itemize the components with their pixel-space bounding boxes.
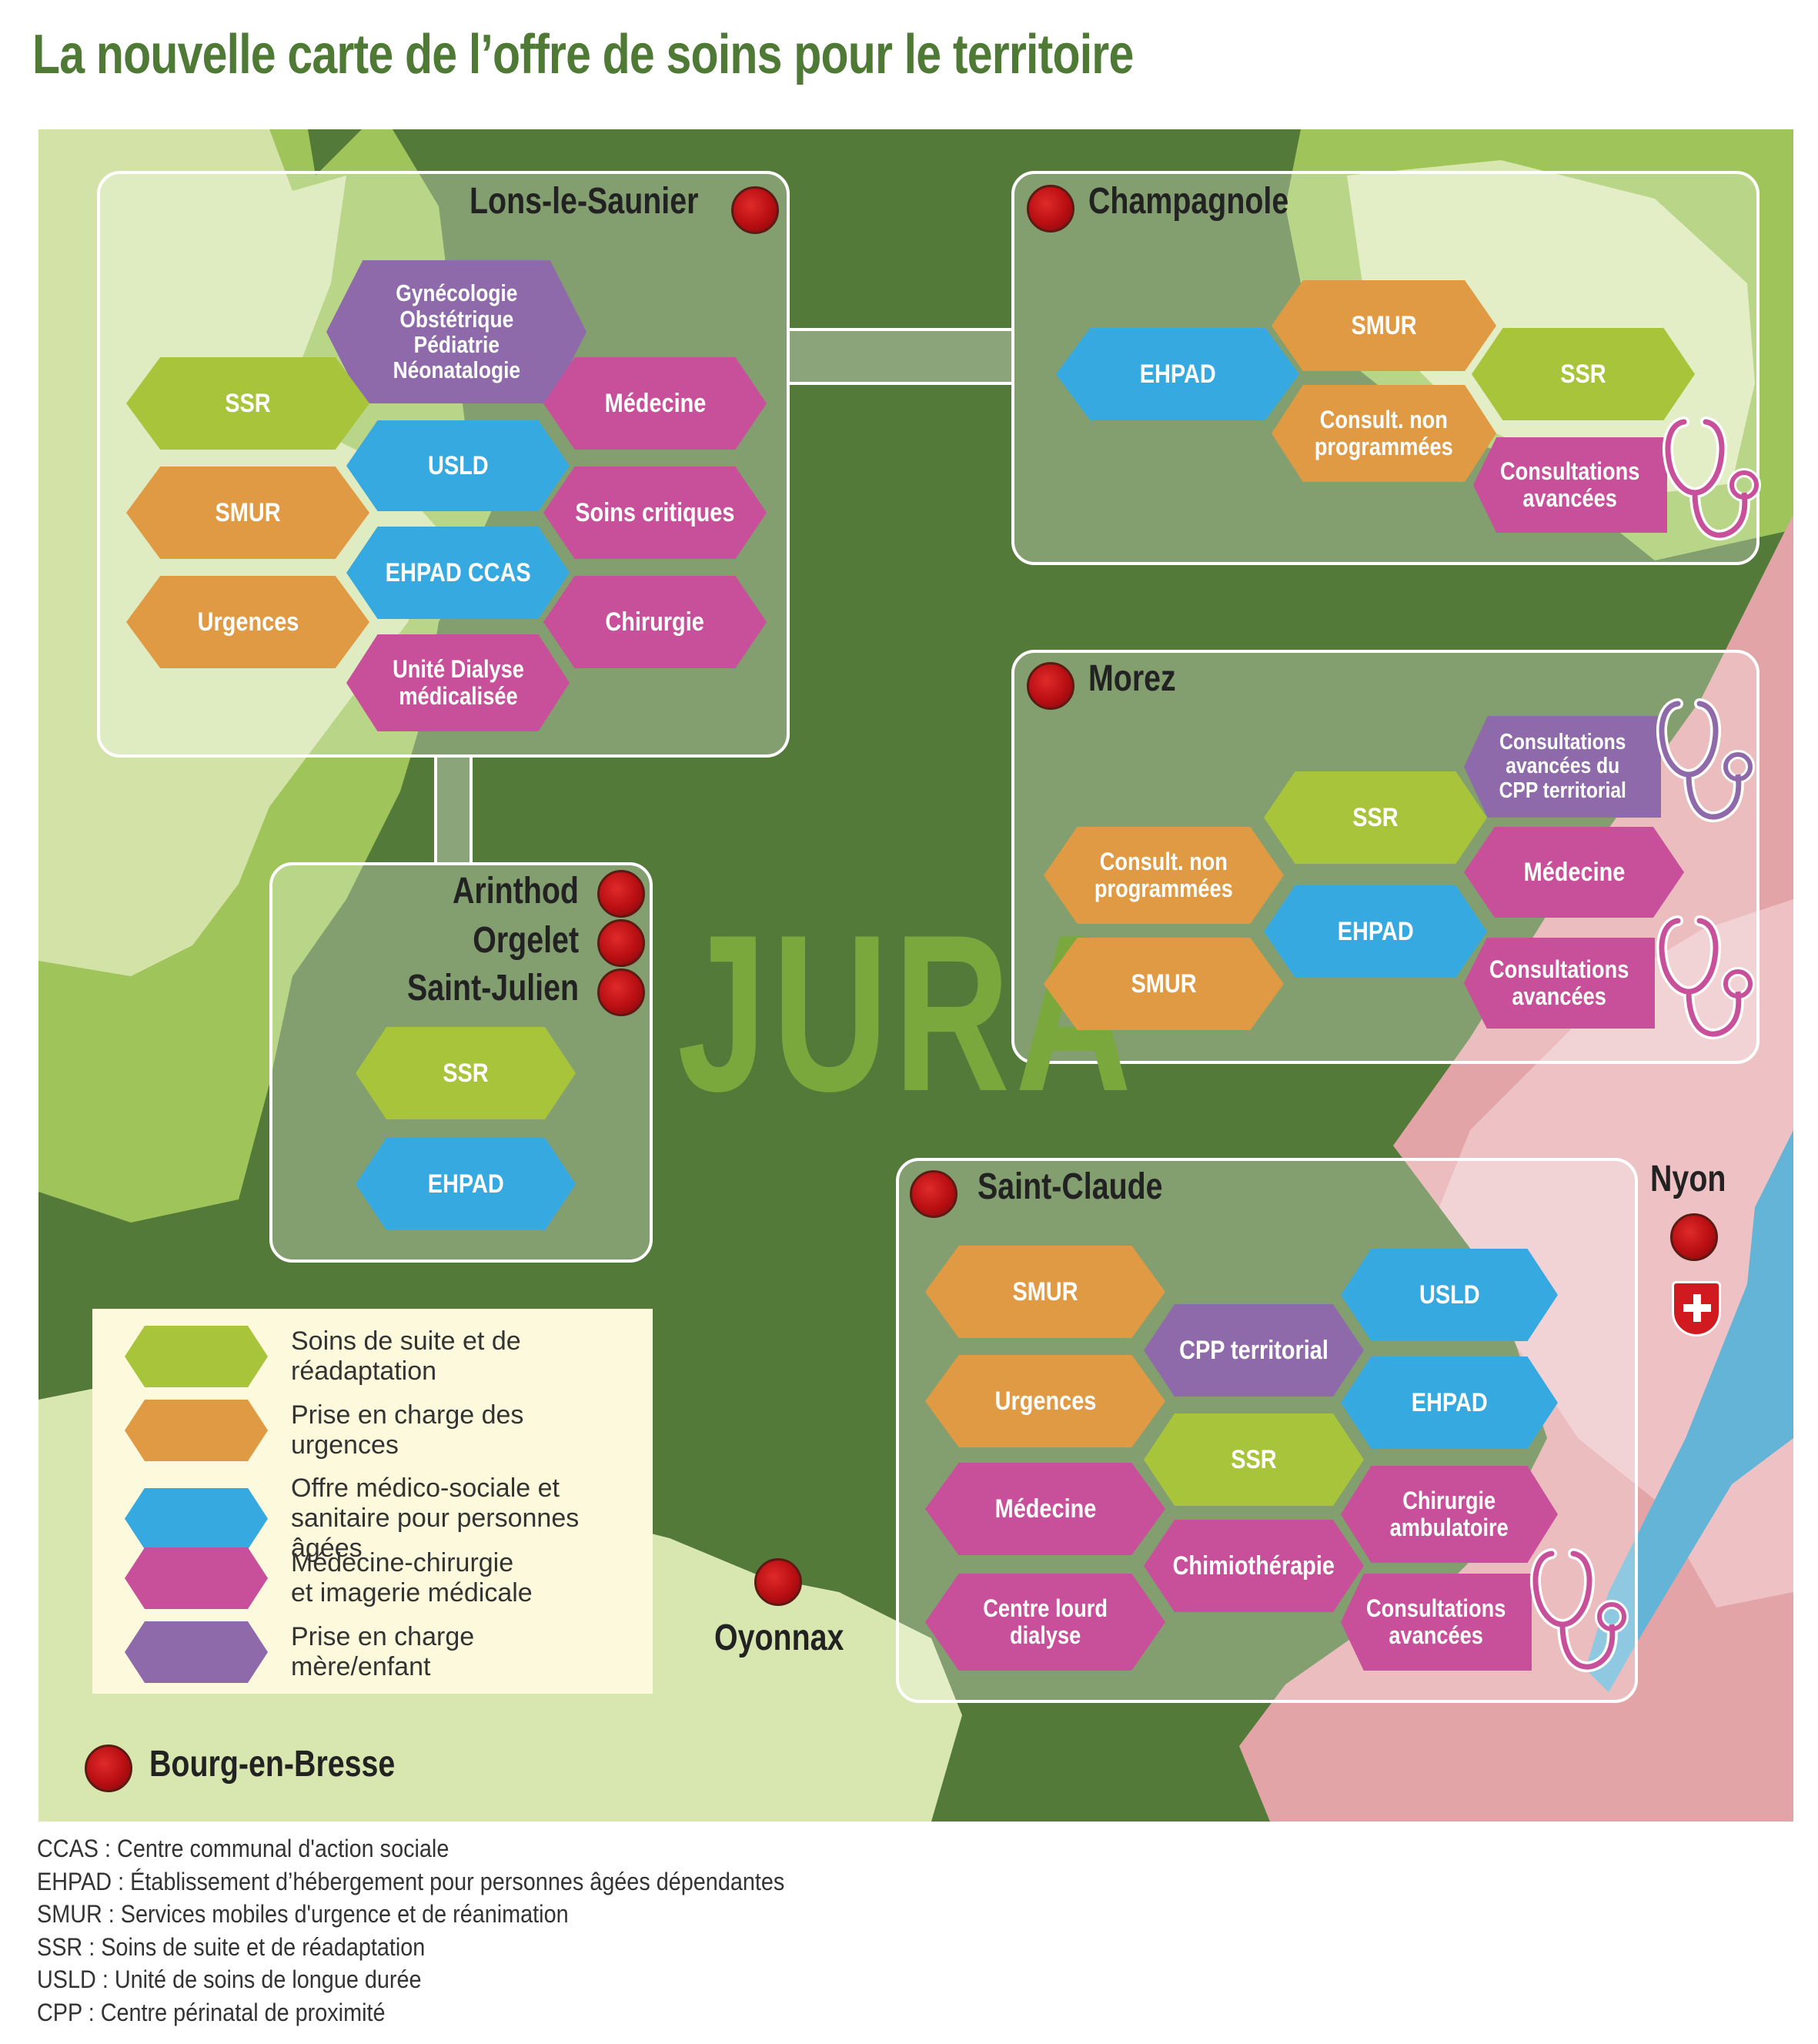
city-marker-icon xyxy=(597,968,645,1016)
definition-ccas: CCAS : Centre communal d'action sociale xyxy=(37,1835,449,1862)
page-title: La nouvelle carte de l’offre de soins po… xyxy=(32,24,1134,85)
service-consultations-avancees: Consultations avancées xyxy=(1341,1574,1532,1671)
service-centre-lourd-dialyse: Centre lourd dialyse xyxy=(925,1574,1165,1671)
swiss-flag-icon xyxy=(1672,1281,1721,1336)
city-marker-icon xyxy=(1027,185,1074,233)
city-name-saint-julien: Saint-Julien xyxy=(406,968,579,1009)
service-ehpad: EHPAD xyxy=(1264,885,1487,978)
stethoscope-icon xyxy=(1656,698,1755,823)
city-marker-icon xyxy=(910,1170,957,1218)
connector-lons-champagnole xyxy=(787,328,1014,385)
city-marker-icon xyxy=(597,870,645,918)
service-medecine: Médecine xyxy=(1464,827,1684,918)
service-ssr: SSR xyxy=(356,1027,576,1119)
definition-ssr: SSR : Soins de suite et de réadaptation xyxy=(37,1932,426,1961)
service-ehpad: EHPAD xyxy=(1056,328,1299,420)
legend-item-mco: Médecine-chirurgie et imagerie médicale xyxy=(125,1547,614,1609)
legend-swatch xyxy=(125,1326,268,1387)
legend-label: Offre médico-sociale et sanitaire pour p… xyxy=(291,1474,580,1564)
city-name-champagnole: Champagnole xyxy=(1088,181,1289,222)
service-ssr: SSR xyxy=(1144,1413,1364,1506)
legend-label: Soins de suite et de réadaptation xyxy=(291,1326,521,1386)
legend-swatch xyxy=(125,1487,268,1550)
service-ehpad-ccas: EHPAD CCAS xyxy=(346,527,570,619)
city-marker-icon xyxy=(731,186,779,234)
legend-label: Prise en charge mère/enfant xyxy=(291,1621,475,1681)
service-smur: SMUR xyxy=(1272,280,1496,371)
city-name-orgelet: Orgelet xyxy=(473,920,579,961)
service-medecine: Médecine xyxy=(543,357,767,450)
legend: Soins de suite et de réadaptation Prise … xyxy=(92,1309,653,1694)
city-name-morez: Morez xyxy=(1088,658,1176,699)
service-consultations-avancees: Consultations avancées xyxy=(1473,437,1667,533)
service-urgences: Urgences xyxy=(126,576,369,668)
service-ssr: SSR xyxy=(1264,771,1487,864)
city-marker-icon xyxy=(597,919,645,967)
definition-smur: SMUR : Services mobiles d'urgence et de … xyxy=(37,1900,569,1928)
service-chirurgie: Chirurgie xyxy=(543,576,767,668)
service-consultations-avancees-cpp: Consultations avancées du CPP territoria… xyxy=(1464,716,1661,818)
service-consult-non-programmees: Consult. non programmées xyxy=(1044,827,1284,924)
service-usld: USLD xyxy=(346,420,570,511)
service-cpp-territorial: CPP territorial xyxy=(1144,1304,1364,1397)
city-marker-icon xyxy=(85,1745,132,1792)
service-chirurgie-ambulatoire: Chirurgie ambulatoire xyxy=(1341,1466,1558,1563)
definition-ehpad: EHPAD : Établissement d’hébergement pour… xyxy=(37,1867,785,1895)
service-ssr: SSR xyxy=(126,357,369,450)
service-gynecologie-obstetrique: Gynécologie Obstétrique Pédiatrie Néonat… xyxy=(326,260,587,403)
map-region-label: JURA xyxy=(677,888,1138,1138)
legend-item-medico-sociale: Offre médico-sociale et sanitaire pour p… xyxy=(125,1474,614,1564)
definition-usld: USLD : Unité de soins de longue durée xyxy=(37,1965,422,1993)
legend-swatch xyxy=(125,1400,268,1461)
city-name-oyonnax: Oyonnax xyxy=(714,1617,844,1658)
service-soins-critiques: Soins critiques xyxy=(543,467,767,559)
stethoscope-icon xyxy=(1530,1548,1629,1673)
service-unite-dialyse: Unité Dialyse médicalisée xyxy=(346,634,570,731)
legend-swatch xyxy=(125,1621,268,1683)
service-smur: SMUR xyxy=(925,1246,1165,1338)
city-marker-icon xyxy=(754,1558,802,1606)
service-medecine: Médecine xyxy=(925,1463,1165,1555)
city-marker-icon xyxy=(1670,1213,1718,1261)
service-chimiotherapie: Chimiothérapie xyxy=(1144,1520,1364,1612)
legend-item-mere-enfant: Prise en charge mère/enfant xyxy=(125,1621,614,1683)
legend-item-ssr: Soins de suite et de réadaptation xyxy=(125,1326,614,1387)
definition-cpp: CPP : Centre périnatal de proximité xyxy=(37,1998,386,2026)
city-marker-icon xyxy=(1027,662,1074,710)
service-consultations-avancees: Consultations avancées xyxy=(1464,938,1655,1029)
legend-label: Prise en charge des urgences xyxy=(291,1400,524,1460)
service-usld: USLD xyxy=(1341,1249,1558,1341)
service-smur: SMUR xyxy=(1044,938,1284,1030)
service-urgences: Urgences xyxy=(925,1355,1165,1447)
legend-swatch xyxy=(125,1547,268,1609)
city-name-arinthod: Arinthod xyxy=(453,871,579,912)
legend-label: Médecine-chirurgie et imagerie médicale xyxy=(291,1547,533,1607)
city-name-nyon: Nyon xyxy=(1650,1159,1726,1199)
city-name-saint-claude: Saint-Claude xyxy=(978,1166,1163,1207)
connector-lons-arinthod xyxy=(434,756,473,865)
service-ehpad: EHPAD xyxy=(356,1138,576,1230)
legend-item-urgences: Prise en charge des urgences xyxy=(125,1400,614,1461)
stethoscope-icon xyxy=(1656,915,1755,1040)
city-name-bourg-en-bresse: Bourg-en-Bresse xyxy=(149,1744,396,1785)
stethoscope-icon xyxy=(1663,416,1761,541)
service-consult-non-programmees: Consult. non programmées xyxy=(1272,385,1496,482)
abbreviation-definitions: CCAS : Centre communal d'action sociale … xyxy=(37,1832,867,2029)
city-name-lons-le-saunier: Lons-le-Saunier xyxy=(470,181,699,222)
service-ehpad: EHPAD xyxy=(1341,1357,1558,1449)
service-smur: SMUR xyxy=(126,467,369,559)
service-ssr: SSR xyxy=(1472,328,1695,420)
